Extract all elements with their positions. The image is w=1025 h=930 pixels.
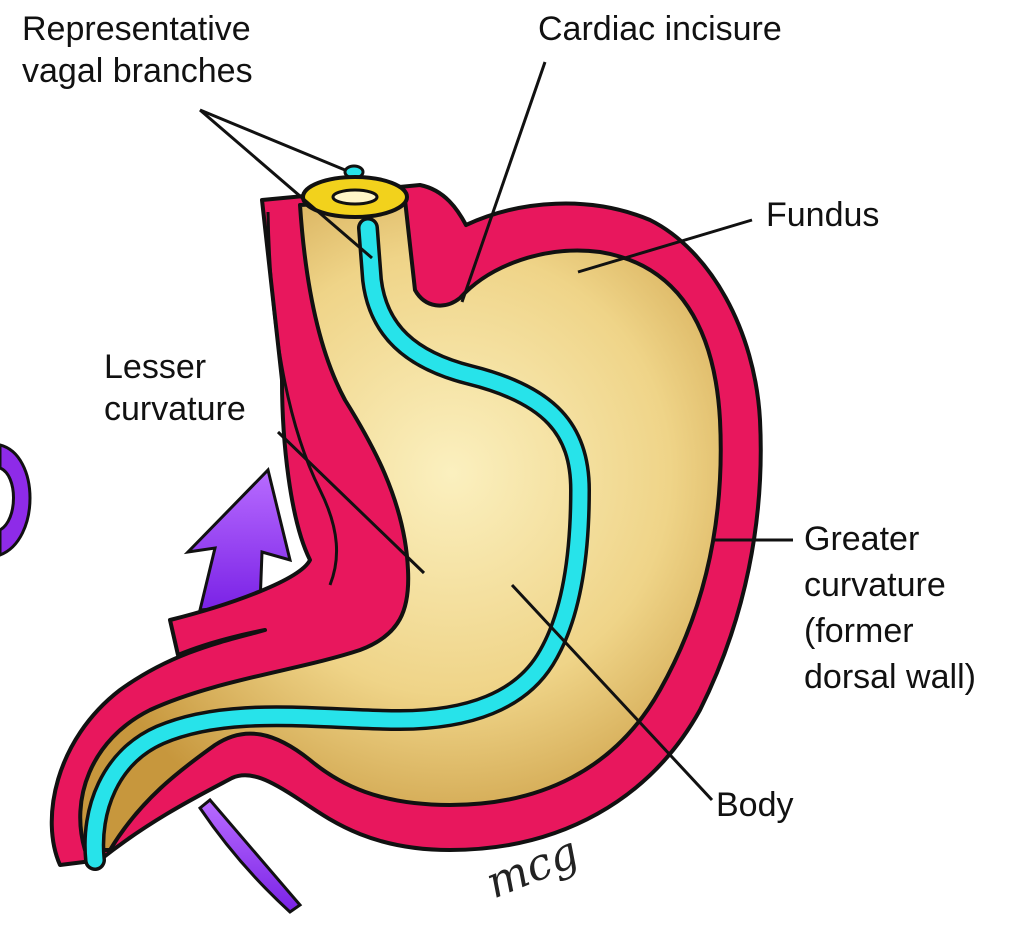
lower-rotation-arrow — [200, 800, 300, 912]
label-body: Body — [716, 784, 794, 826]
label-line: Greater — [804, 516, 976, 562]
label-cardiac-incisure: Cardiac incisure — [538, 8, 782, 50]
label-line: Cardiac incisure — [538, 8, 782, 50]
label-line: Body — [716, 784, 794, 826]
label-line: Representative — [22, 8, 253, 50]
label-line: (former — [804, 608, 976, 654]
label-line: curvature — [804, 562, 976, 608]
label-greater-curvature: Greater curvature (former dorsal wall) — [804, 516, 976, 700]
label-line: curvature — [104, 388, 246, 430]
label-fundus: Fundus — [766, 194, 879, 236]
label-line: dorsal wall) — [804, 654, 976, 700]
label-vagal-branches: Representative vagal branches — [22, 8, 253, 92]
label-line: Lesser — [104, 346, 246, 388]
label-line: Fundus — [766, 194, 879, 236]
label-lesser-curvature: Lesser curvature — [104, 346, 246, 430]
rotation-ring-fragment — [0, 445, 30, 555]
leader-vagal-1 — [200, 110, 345, 170]
label-line: vagal branches — [22, 50, 253, 92]
